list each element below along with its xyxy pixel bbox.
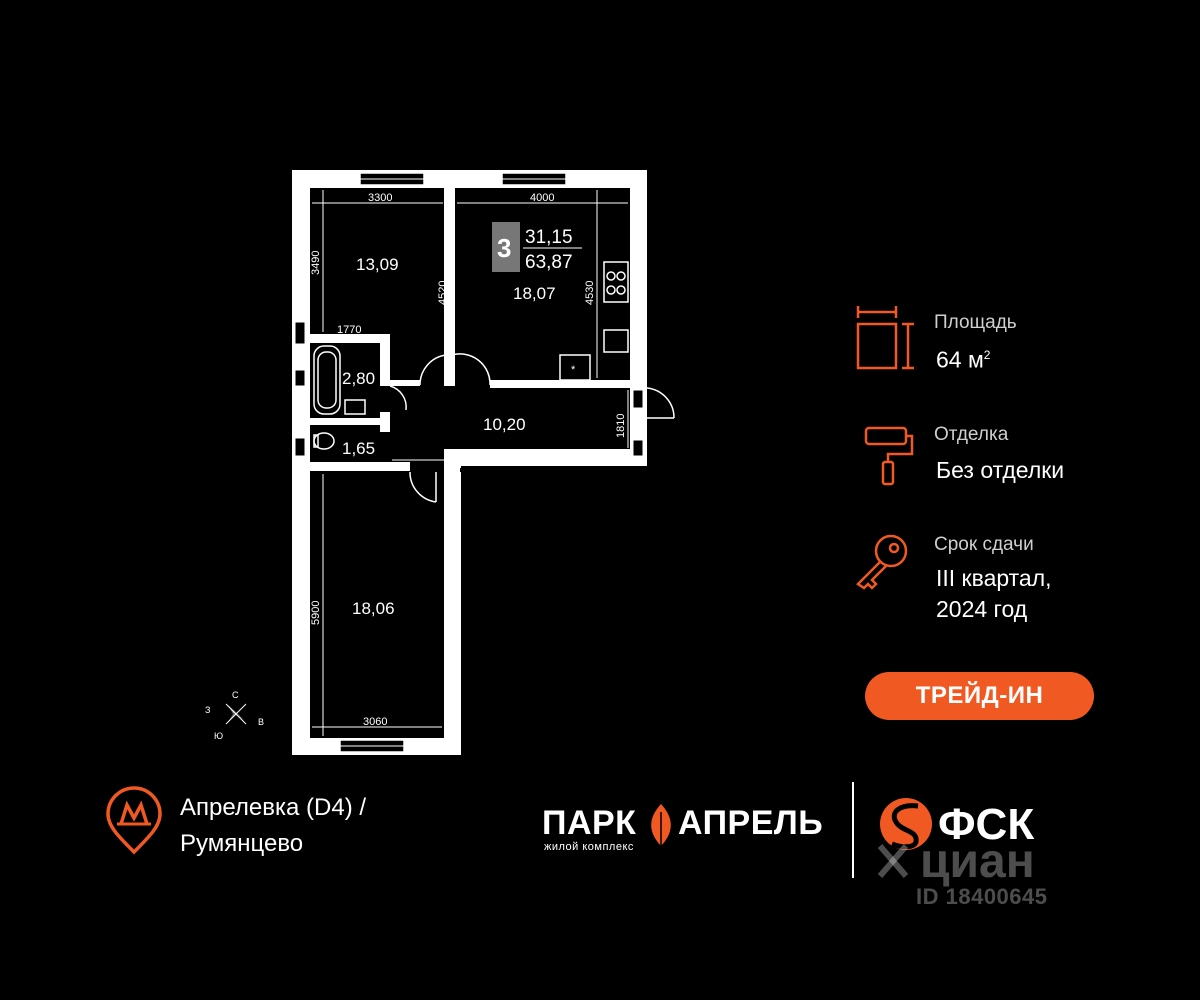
finish-value: Без отделки <box>936 457 1065 483</box>
paint-roller-icon <box>864 426 914 486</box>
room-area-bedroom-2: 18,06 <box>352 599 395 618</box>
area-label: Площадь <box>934 312 1017 333</box>
wall-openings <box>460 468 500 472</box>
deadline-line-1: III квартал, <box>936 565 1052 591</box>
brand-divider <box>852 782 854 878</box>
stove-icon <box>603 261 629 303</box>
metro-station-2: Румянцево <box>180 830 304 857</box>
compass-west: З <box>205 705 210 715</box>
dim-bottom-width: 3060 <box>363 716 387 728</box>
developer-name: ФСК <box>938 800 1035 849</box>
compass-east: В <box>258 717 264 727</box>
park-leaf-icon <box>651 804 671 852</box>
dim-kitchen-height: 4530 <box>584 281 596 305</box>
area-value: 64 м2 <box>936 340 990 375</box>
dim-bath-width: 1770 <box>337 324 361 336</box>
compass-icon: С З В Ю <box>205 690 264 741</box>
finish-label: Отделка <box>934 424 1009 445</box>
room-area-bedroom-1: 13,09 <box>356 255 399 274</box>
rooms-count: 3 <box>497 233 511 263</box>
fsk-logo-icon <box>880 798 932 850</box>
dim-top-right: 4000 <box>530 192 554 204</box>
park-name-left: ПАРК <box>542 804 637 842</box>
area-icon <box>856 306 914 370</box>
total-area-exact: 63,87 <box>525 252 573 273</box>
room-area-bathroom: 2,80 <box>342 369 375 388</box>
dim-mid-height: 4520 <box>437 281 449 305</box>
room-area-hallway: 10,20 <box>483 415 526 434</box>
trade-in-button[interactable]: ТРЕЙД-ИН <box>865 672 1094 720</box>
metro-station-1: Апрелевка (D4) / <box>180 794 367 821</box>
outer-walls <box>292 170 647 755</box>
kitchen-sink-icon <box>603 329 629 353</box>
compass-north: С <box>232 690 239 700</box>
area-value-text: 64 м <box>936 346 984 373</box>
fixtures: * <box>313 261 629 450</box>
dim-hall-height: 1810 <box>615 414 627 438</box>
room-area-toilet: 1,65 <box>342 439 375 458</box>
cian-watermark-icon <box>877 844 909 878</box>
room-labels: 13,09 18,07 2,80 1,65 10,20 18,06 <box>342 255 556 618</box>
dim-hall-width: 5630 <box>492 449 516 461</box>
deadline-label: Срок сдачи <box>934 534 1034 555</box>
room-area-kitchen: 18,07 <box>513 284 556 303</box>
metro-icon <box>106 786 162 855</box>
windows <box>294 172 644 753</box>
bathtub-icon <box>313 345 341 415</box>
sink-icon <box>344 399 366 415</box>
dimension-lines <box>312 190 629 736</box>
watermark-id: ID 18400645 <box>916 884 1048 909</box>
apartment-badge: 3 31,15 63,87 <box>492 222 582 273</box>
compass-south: Ю <box>214 731 223 741</box>
watermark-text: циан <box>920 835 1035 888</box>
dim-bottom-height: 5900 <box>310 601 322 625</box>
park-name-right: АПРЕЛЬ <box>678 804 824 842</box>
dim-left-height: 3490 <box>310 251 322 275</box>
area-unit-sup: 2 <box>983 348 991 362</box>
dimension-labels: 3300 4000 3490 4520 4530 1770 1810 5630 … <box>310 192 627 728</box>
deadline-line-2: 2024 год <box>936 596 1028 622</box>
dim-top-left: 3300 <box>368 192 392 204</box>
fridge-icon <box>559 354 591 381</box>
key-icon <box>856 534 908 590</box>
doors <box>389 353 675 503</box>
living-area: 31,15 <box>525 227 573 248</box>
park-subtitle: жилой комплекс <box>544 841 634 853</box>
svg-text:*: * <box>571 364 576 376</box>
